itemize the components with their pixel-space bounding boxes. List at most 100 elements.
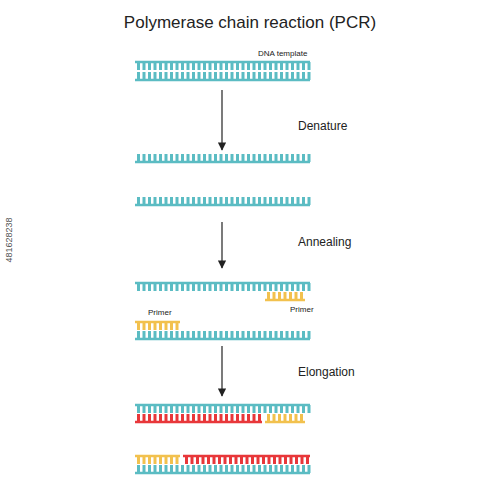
base-tick: [269, 465, 272, 473]
base-tick: [192, 331, 195, 339]
strand: [183, 455, 310, 464]
base-tick: [308, 154, 311, 162]
base-tick: [286, 72, 289, 80]
base-tick: [242, 405, 245, 413]
base-tick: [176, 283, 179, 291]
base-tick: [154, 197, 157, 205]
base-tick: [275, 465, 278, 473]
base-tick: [191, 456, 194, 464]
base-tick: [300, 292, 303, 300]
base-tick: [181, 405, 184, 413]
base-tick: [143, 414, 146, 422]
base-tick: [143, 154, 146, 162]
base-tick: [220, 283, 223, 291]
base-tick: [302, 465, 305, 473]
base-tick: [247, 405, 250, 413]
base-tick: [253, 154, 256, 162]
base-tick: [143, 405, 146, 413]
base-tick: [297, 465, 300, 473]
base-tick: [258, 283, 261, 291]
base-tick: [143, 322, 146, 330]
base-tick: [308, 465, 311, 473]
base-tick: [181, 197, 184, 205]
base-tick: [143, 62, 146, 70]
base-tick: [269, 72, 272, 80]
strand: [135, 72, 311, 81]
base-tick: [264, 62, 267, 70]
base-tick: [280, 283, 283, 291]
base-tick: [170, 283, 173, 291]
base-tick: [269, 331, 272, 339]
base-tick: [137, 154, 140, 162]
base-tick: [247, 283, 250, 291]
base-tick: [192, 414, 195, 422]
base-tick: [176, 62, 179, 70]
base-tick: [214, 405, 217, 413]
base-tick: [176, 154, 179, 162]
base-tick: [181, 283, 184, 291]
base-tick: [225, 154, 228, 162]
base-tick: [289, 292, 292, 300]
base-tick: [165, 197, 168, 205]
base-tick: [220, 72, 223, 80]
base-tick: [291, 62, 294, 70]
base-tick: [198, 283, 201, 291]
base-tick: [306, 456, 309, 464]
base-tick: [297, 197, 300, 205]
base-tick: [308, 405, 311, 413]
base-tick: [280, 405, 283, 413]
base-tick: [280, 197, 283, 205]
base-tick: [159, 414, 162, 422]
base-tick: [176, 456, 179, 464]
base-tick: [231, 414, 234, 422]
base-tick: [275, 405, 278, 413]
base-tick: [295, 456, 298, 464]
base-tick: [187, 331, 190, 339]
base-tick: [170, 465, 173, 473]
base-tick: [185, 456, 188, 464]
base-tick: [286, 154, 289, 162]
base-tick: [143, 465, 146, 473]
base-tick: [300, 414, 303, 422]
base-tick: [242, 414, 245, 422]
base-tick: [176, 331, 179, 339]
base-tick: [165, 331, 168, 339]
base-tick: [302, 405, 305, 413]
base-tick: [291, 197, 294, 205]
base-tick: [203, 405, 206, 413]
base-tick: [148, 456, 151, 464]
base-tick: [143, 283, 146, 291]
base-tick: [290, 456, 293, 464]
base-tick: [218, 456, 221, 464]
base-tick: [137, 405, 140, 413]
base-tick: [302, 72, 305, 80]
base-tick: [214, 465, 217, 473]
base-tick: [203, 72, 206, 80]
base-tick: [214, 62, 217, 70]
base-tick: [280, 331, 283, 339]
base-tick: [225, 72, 228, 80]
base-tick: [253, 405, 256, 413]
base-tick: [159, 322, 162, 330]
base-tick: [209, 405, 212, 413]
base-tick: [236, 405, 239, 413]
base-tick: [236, 154, 239, 162]
base-tick: [279, 456, 282, 464]
base-tick: [269, 154, 272, 162]
base-tick: [308, 283, 311, 291]
base-tick: [192, 154, 195, 162]
base-tick: [291, 283, 294, 291]
base-tick: [267, 414, 270, 422]
base-tick: [198, 197, 201, 205]
strand: [135, 455, 180, 464]
backbone: [135, 321, 180, 324]
base-tick: [214, 283, 217, 291]
base-tick: [295, 292, 298, 300]
base-tick: [187, 154, 190, 162]
base-tick: [289, 414, 292, 422]
base-tick: [214, 414, 217, 422]
step-label: Primer: [290, 306, 314, 315]
base-tick: [297, 283, 300, 291]
base-tick: [220, 414, 223, 422]
